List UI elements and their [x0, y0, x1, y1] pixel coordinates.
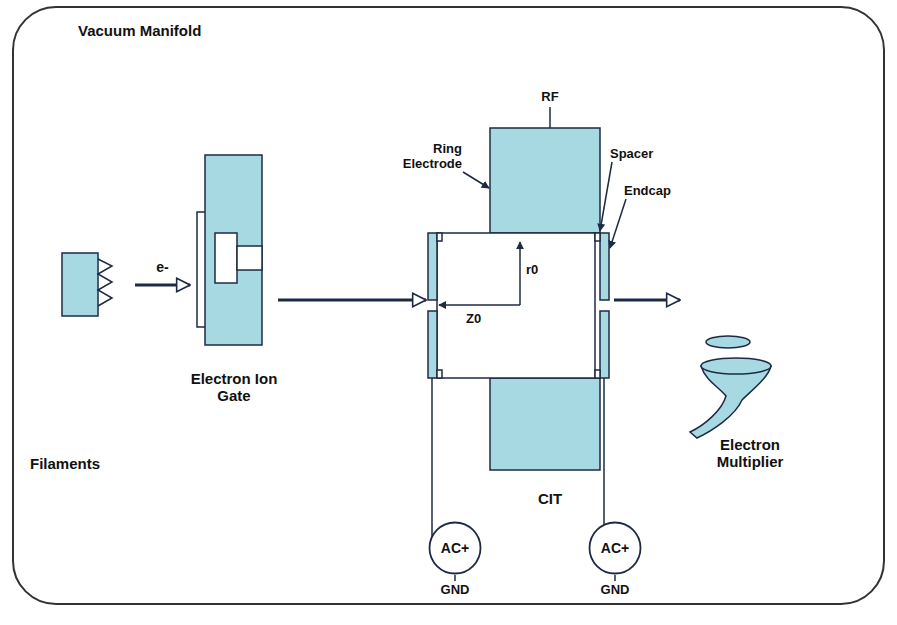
- leader-line: [600, 162, 612, 231]
- leader-line: [463, 172, 489, 188]
- rf-label: RF: [530, 89, 570, 104]
- spacer: [437, 233, 442, 241]
- dimension-label: r0: [526, 262, 556, 277]
- ring-electrode-bottom: [490, 378, 600, 470]
- component-label: Electron Ion Gate: [190, 370, 278, 404]
- part-label: Spacer: [610, 146, 670, 161]
- ion-gate: Electron Ion Gate: [190, 150, 278, 412]
- gate-cavity: [215, 233, 237, 283]
- source-label: AC+: [428, 521, 482, 575]
- radius-arrow: [519, 242, 521, 305]
- part-label: Ring Electrode: [382, 141, 462, 171]
- filament-assembly: Filaments: [15, 248, 135, 476]
- flow-arrow: [614, 299, 680, 302]
- wire: [603, 516, 605, 525]
- leader-line: [610, 199, 626, 248]
- source-label: AC+: [588, 521, 642, 575]
- endcap-right-lower: [600, 311, 609, 378]
- multiplier-horn: [690, 366, 771, 438]
- ground-label: GND: [590, 582, 640, 597]
- flow-arrow: [135, 284, 190, 287]
- endcap-left-upper: [428, 233, 437, 300]
- vacuum-manifold: Filaments Electron Ion GateCIT Electron Mu…: [12, 6, 885, 605]
- axial-arrow: [439, 304, 520, 306]
- wire: [431, 516, 433, 537]
- spacer: [437, 370, 442, 378]
- wire: [431, 378, 433, 516]
- part-label: Endcap: [624, 183, 684, 198]
- endcap-right-upper: [600, 233, 609, 300]
- ac-source: AC+: [428, 521, 482, 575]
- endcap-left-lower: [428, 311, 437, 378]
- spacer: [595, 370, 600, 378]
- rf-lead: [549, 107, 551, 128]
- ac-source: AC+: [588, 521, 642, 575]
- trap-cavity: [437, 233, 595, 378]
- ion-trap: CIT: [426, 126, 614, 516]
- edge-label: e-: [154, 260, 170, 275]
- filament-coil: [98, 259, 112, 306]
- dimension-label: Z0: [466, 311, 496, 326]
- component-label: CIT: [520, 490, 580, 507]
- gate-aperture: [237, 246, 262, 270]
- ground-label: GND: [430, 582, 480, 597]
- gate-plate: [205, 155, 262, 345]
- electron-multiplier: Electron Multiplier: [680, 262, 815, 476]
- component-label: Electron Multiplier: [690, 436, 810, 470]
- multiplier-rim: [701, 358, 771, 374]
- wire: [454, 575, 456, 581]
- wire: [614, 575, 616, 581]
- multiplier-grid: [706, 336, 750, 348]
- component-label: Filaments: [15, 455, 115, 472]
- ring-electrode-top: [490, 128, 600, 233]
- spacer: [595, 233, 600, 241]
- gate-lens: [197, 212, 205, 327]
- wire: [603, 378, 605, 516]
- flow-arrow: [278, 299, 426, 302]
- filament-block: [62, 253, 98, 316]
- enclosure-title: Vacuum Manifold: [78, 22, 298, 39]
